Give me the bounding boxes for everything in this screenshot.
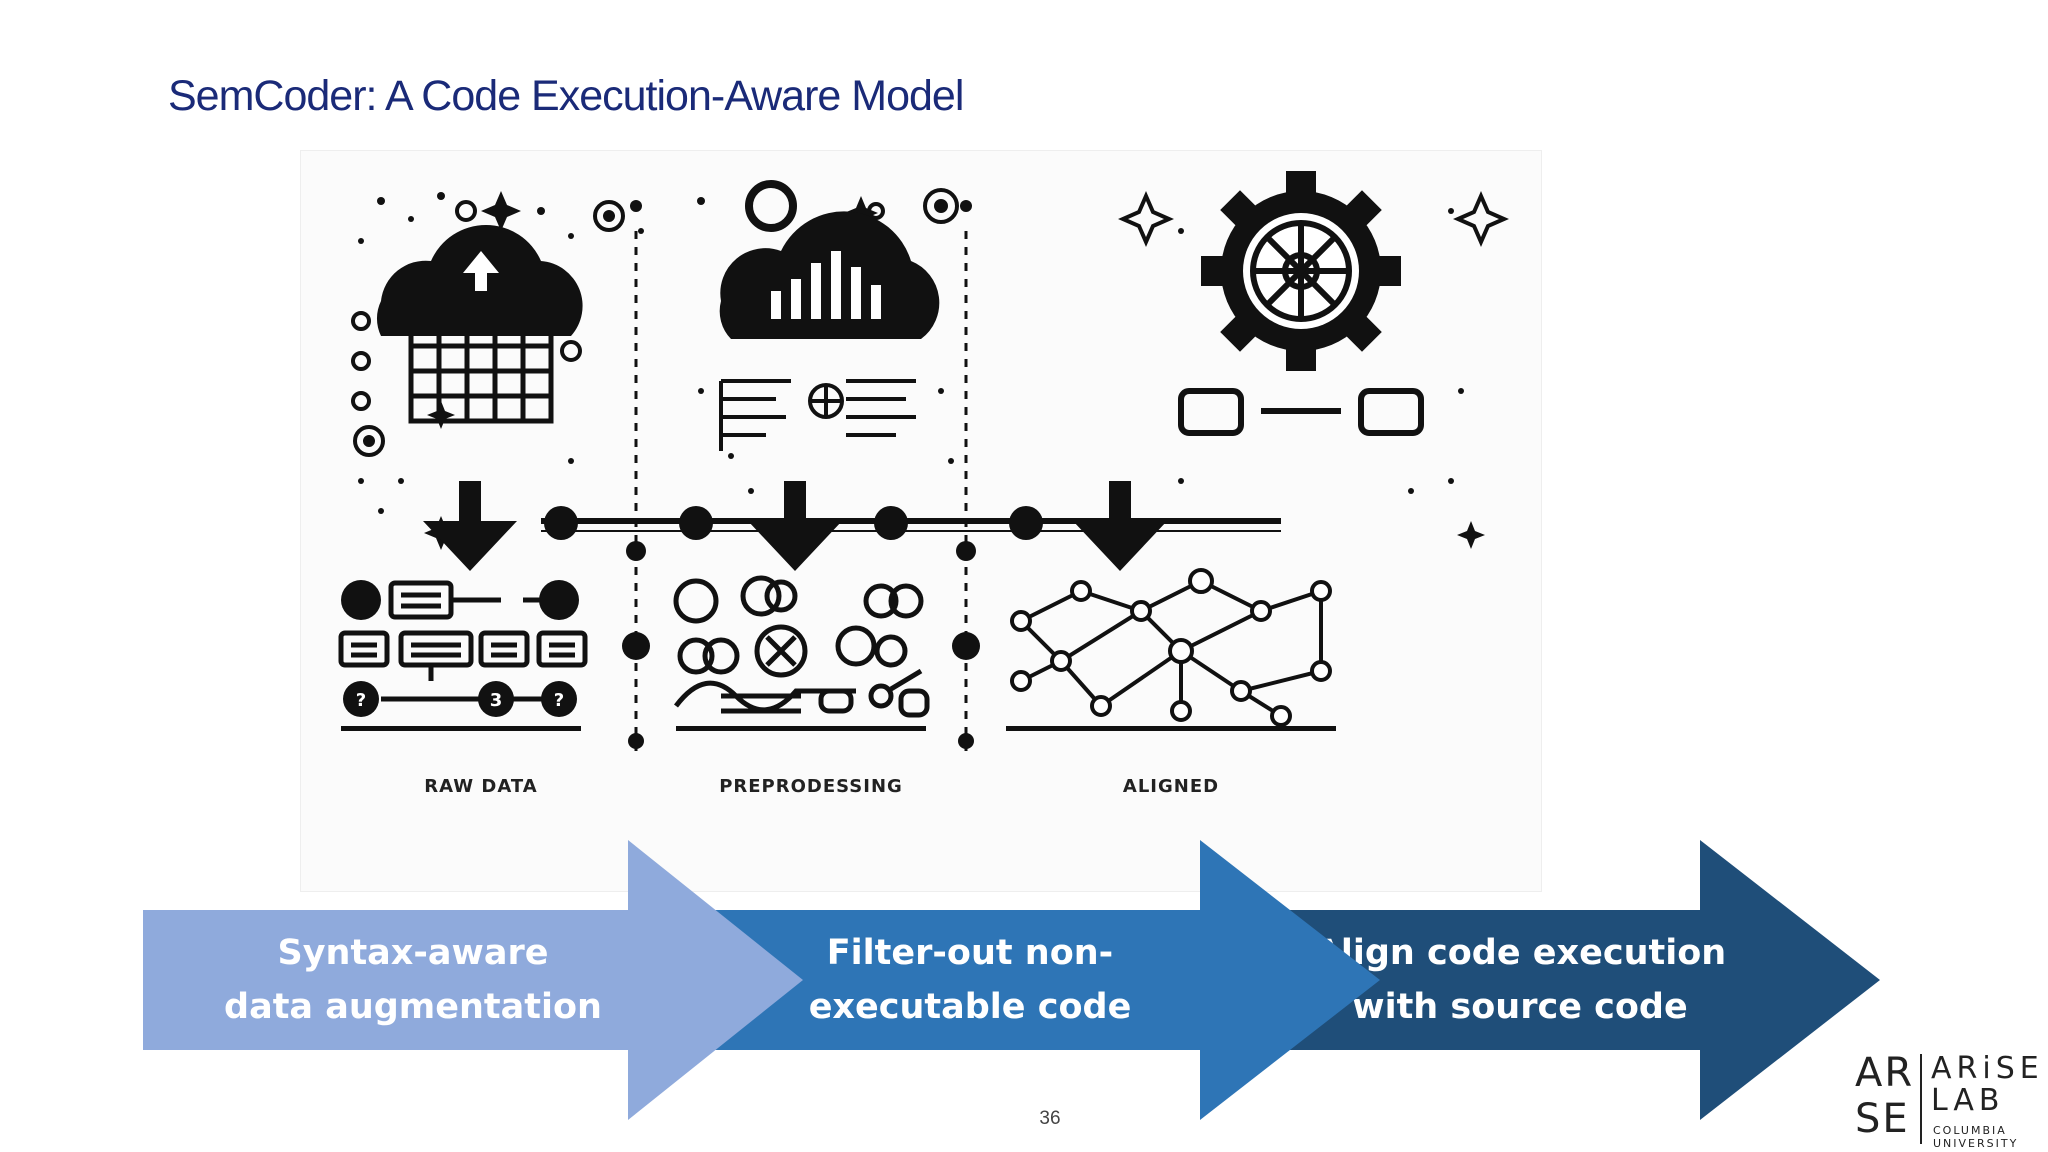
logo-mark-top: AR (1855, 1050, 1915, 1096)
step-arrow-2: Filter-out non-executable code (700, 840, 1380, 1120)
preprocessing-cloud (719, 211, 940, 451)
badge-question-1: ? (356, 690, 366, 711)
logo-name: ARiSE (1931, 1051, 2044, 1086)
pipeline-illustration-drawing: ? 3 ? (338, 171, 1509, 751)
separator-nodes (622, 200, 980, 749)
arise-lab-logo: AR SE ARiSE LAB COLUMBIA UNIVERSITY (1855, 1050, 2040, 1150)
step-arrow-1: Syntax-aware data augmentation (143, 840, 803, 1120)
stage-label-raw-data: RAW DATA (424, 776, 538, 797)
step-label-2-line2: executable code (808, 987, 1132, 1027)
stage-label-preprocessing: PREPRODESSING (719, 776, 903, 797)
step-label-2: Filter-out non-executable code (760, 910, 1180, 1050)
step-label-1: Syntax-aware data augmentation (203, 910, 623, 1050)
logo-mark-bottom: SE (1855, 1096, 1910, 1142)
step-label-1-line1: Syntax-aware (277, 932, 549, 973)
logo-lab: LAB (1931, 1083, 2005, 1118)
badge-question-2: ? (554, 690, 564, 711)
stage-separators (634, 231, 968, 751)
stage-connector (541, 506, 1281, 540)
step-arrow-3: Align code execution with source code (1230, 840, 1880, 1120)
step-arrow-1-shape (143, 840, 803, 1120)
preprocessing-icons (673, 575, 930, 731)
raw-data-cloud (376, 224, 583, 424)
page-number: 36 (1039, 1108, 1061, 1129)
step-label-1-line2: data augmentation (224, 987, 602, 1027)
raw-data-blocks: ? 3 ? (338, 580, 588, 731)
step-arrow-2-shape (700, 840, 1380, 1120)
decorative-dots (358, 192, 1464, 514)
step-label-3: Align code execution with source code (1310, 910, 1730, 1050)
stage-label-aligned: ALIGNED (1122, 776, 1220, 797)
decorative-rings (351, 180, 959, 457)
logo-divider (1920, 1054, 1922, 1144)
aligned-network-graph (1006, 568, 1336, 731)
step-label-3-line2: with source code (1352, 987, 1688, 1027)
slide-title: SemCoder: A Code Execution-Aware Model (168, 72, 964, 120)
step-arrow-3-shape (1260, 840, 1880, 1120)
pipeline-illustration: ? 3 ? (300, 150, 1542, 892)
aligned-gear-icon (1178, 171, 1424, 436)
step-label-3-line1: Align code execution (1313, 932, 1727, 973)
logo-columbia: COLUMBIA (1933, 1124, 2007, 1137)
logo-university: UNIVERSITY (1933, 1137, 2019, 1150)
step-label-2-line1: Filter-out non- (826, 932, 1114, 973)
down-arrows (423, 481, 1167, 571)
logo-mark: AR SE (1855, 1050, 1925, 1148)
badge-three: 3 (490, 690, 503, 711)
